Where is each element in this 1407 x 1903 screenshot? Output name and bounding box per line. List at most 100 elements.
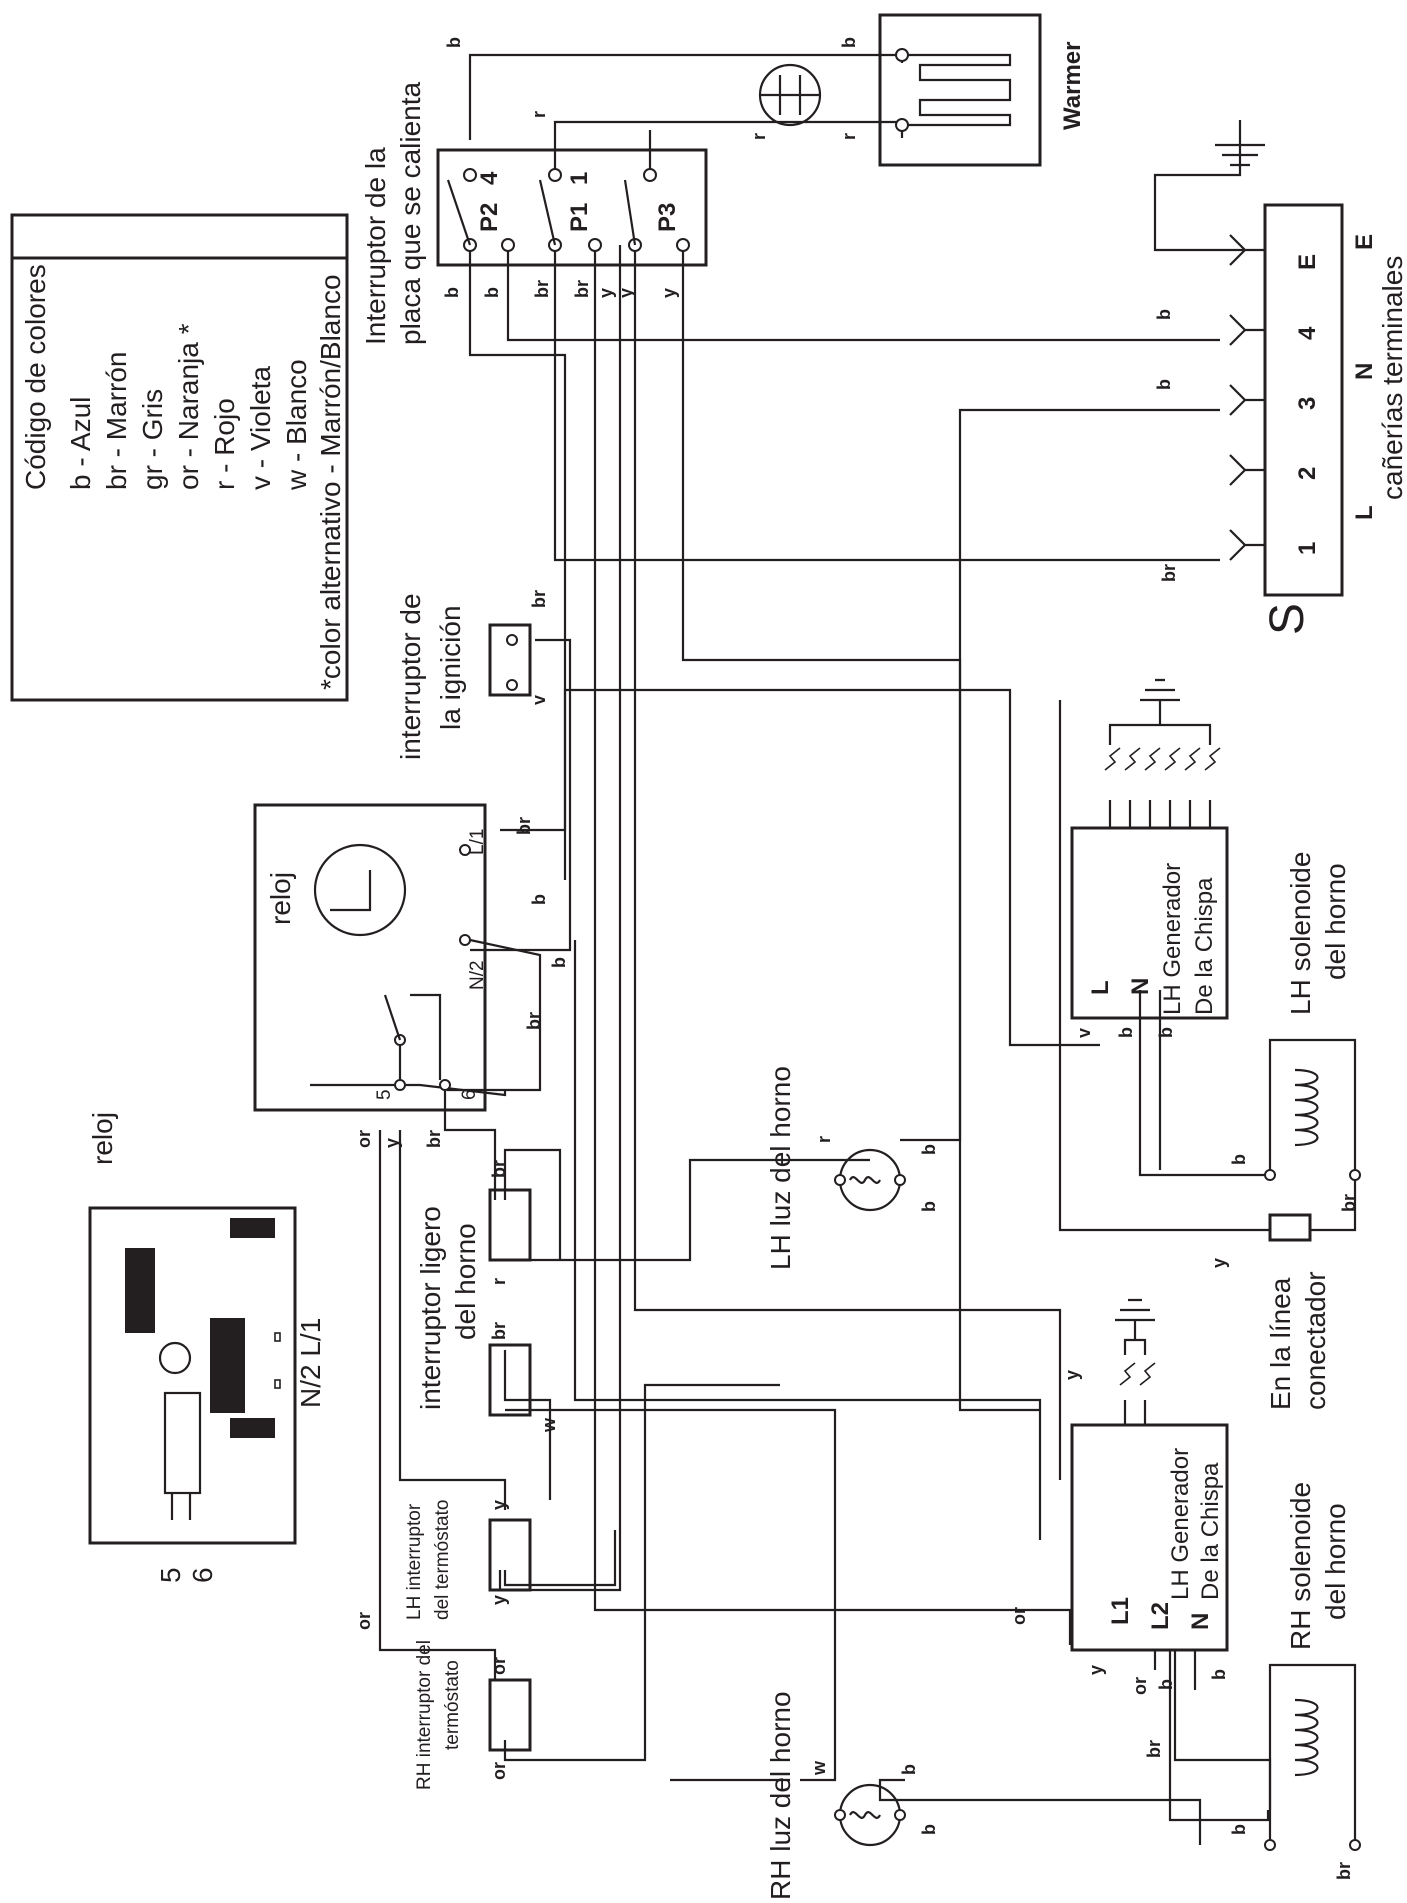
wire-label: y xyxy=(1209,1258,1229,1268)
wire-label: or xyxy=(1130,1677,1150,1695)
lh-gen-N: N xyxy=(1127,978,1154,995)
legend-item: r - Rojo xyxy=(209,398,240,490)
lh-solenoid: LH solenoide del horno xyxy=(1264,852,1361,1181)
lh-oven-lamp: LH luz del horno xyxy=(765,1066,906,1270)
rh-thermostat-line2: termóstato xyxy=(442,1660,463,1750)
wire-label: br xyxy=(524,1012,544,1030)
wire-label: b xyxy=(549,957,569,968)
lh-solenoid-line1: LH solenoide xyxy=(1285,852,1316,1015)
rh-oven-lamp: RH luz del horno xyxy=(765,1691,906,1900)
rh-thermostat-line1: RH interruptor del xyxy=(414,1640,435,1790)
ignition-switch: interruptor de la ignición xyxy=(395,593,532,760)
rh-solenoid-line1: RH solenoide xyxy=(1285,1482,1316,1650)
inline-connector: En la línea conectador xyxy=(1265,1213,1331,1410)
wire-label: b xyxy=(919,1824,939,1835)
wire-label: b xyxy=(899,1764,919,1775)
wire-label: br xyxy=(1339,1194,1359,1212)
clock-label: reloj xyxy=(265,872,296,925)
lh-thermostat-line1: LH interruptor xyxy=(404,1503,425,1620)
wire-label: b xyxy=(1156,1027,1176,1038)
wire-label: b xyxy=(919,1201,939,1212)
wire-label: b xyxy=(1116,1027,1136,1038)
wire-label: or xyxy=(354,1130,374,1148)
terminals-label: cañerías terminales xyxy=(1377,256,1407,500)
wire-label: br xyxy=(489,1322,509,1340)
wire-labels: b b r r r b b br br y y y b b br br v br… xyxy=(354,37,1359,1880)
wire-label: w xyxy=(539,1417,559,1433)
wire-label: y xyxy=(382,1138,402,1148)
wire-label: b xyxy=(1229,1824,1249,1835)
p2-label: P2 xyxy=(476,203,503,232)
supply-L: L xyxy=(1351,505,1378,520)
pin-4: 4 xyxy=(1294,326,1321,340)
wire-label: br xyxy=(1334,1862,1354,1880)
clock-detail-label: reloj xyxy=(87,1112,118,1165)
oven-light-switch-line2: del horno xyxy=(450,1223,481,1340)
rh-gen-line2: De la Chispa xyxy=(1197,1462,1224,1600)
legend-item: br - Marrón xyxy=(101,352,132,490)
lh-thermostat-line2: del termóstato xyxy=(432,1500,453,1620)
hob-switch-label-line1: Interruptor de la xyxy=(360,147,391,345)
hob-switch-label-line2: placa que se calienta xyxy=(395,81,426,345)
rh-spark-generator: L1 L2 N LH Generador De la Chispa xyxy=(1070,1298,1229,1652)
wire-label: y xyxy=(489,1595,509,1605)
wire-label: br xyxy=(424,1130,444,1148)
wire-label: r xyxy=(489,1278,509,1285)
wire-label: v xyxy=(1074,1028,1094,1038)
wire-label: or xyxy=(489,1657,509,1675)
clock-detail-6: 6 xyxy=(187,1567,218,1583)
supply-N: N xyxy=(1351,363,1378,380)
terminal-4-label: 4 xyxy=(476,171,503,185)
rh-gen-L2: L2 xyxy=(1147,1602,1174,1630)
oven-light-switch: interruptor ligero del horno xyxy=(415,1188,532,1417)
color-code-legend: Código de colores b - Azul br - Marrón g… xyxy=(10,213,349,702)
wire-label: b xyxy=(1209,1669,1229,1680)
pin-1: 1 xyxy=(1294,542,1321,555)
legend-item: *color alternativo - Marrón/Blanco xyxy=(315,274,346,690)
clock: reloj L/1 N/2 5 6 xyxy=(253,803,488,1112)
warmer-label: Warmer xyxy=(1059,42,1086,130)
wire-label: b xyxy=(919,1144,939,1155)
supply-E: E xyxy=(1351,234,1378,250)
wire-label: br xyxy=(489,1160,509,1178)
rh-lamp-label: RH luz del horno xyxy=(765,1691,796,1900)
wire-label: b xyxy=(1154,309,1174,320)
wire-label: r xyxy=(749,133,769,140)
lh-lamp-label: LH luz del horno xyxy=(765,1066,796,1270)
rh-solenoid: RH solenoide del horno xyxy=(1264,1482,1361,1851)
wire-label: r xyxy=(529,111,549,118)
lh-gen-L: L xyxy=(1087,980,1114,995)
clock-5: 5 xyxy=(374,1089,395,1100)
wire-label: b xyxy=(839,37,859,48)
wire-label: b xyxy=(1154,379,1174,390)
p3-label: P3 xyxy=(654,203,681,232)
wire-label: b xyxy=(1229,1154,1249,1165)
clock-N2: N/2 xyxy=(467,960,488,990)
legend-title: Código de colores xyxy=(20,264,51,490)
rh-gen-N: N xyxy=(1187,1613,1214,1630)
wire-label: b xyxy=(444,37,464,48)
terminal-1-label: 1 xyxy=(566,172,593,185)
wire-label: w xyxy=(809,1760,829,1776)
wire-label: br xyxy=(529,590,549,608)
legend-item: gr - Gris xyxy=(137,389,168,490)
lh-gen-line1: LH Generador xyxy=(1159,863,1186,1015)
wire-label: b xyxy=(529,894,549,905)
lh-gen-line2: De la Chispa xyxy=(1191,877,1218,1015)
terminal-block: E 4 3 2 1 E N L cañerías terminales S xyxy=(1215,120,1407,635)
hob-switch: Interruptor de la placa que se calienta … xyxy=(360,81,708,345)
wire-label: br xyxy=(1159,564,1179,582)
rh-thermostat-switch: RH interruptor del termóstato xyxy=(414,1640,532,1790)
wire-label: y xyxy=(1086,1665,1106,1675)
wires xyxy=(310,53,1357,1845)
pin-E: E xyxy=(1294,254,1321,270)
wire-label: y xyxy=(659,288,679,298)
wire-label: b xyxy=(442,287,462,298)
legend-item: w - Blanco xyxy=(281,359,312,491)
connector-line2: conectador xyxy=(1300,1271,1331,1410)
wire-label: y xyxy=(1062,1370,1082,1380)
oven-light-switch-line1: interruptor ligero xyxy=(415,1206,446,1410)
clock-detail-5: 5 xyxy=(155,1567,186,1583)
warmer: Warmer xyxy=(758,13,1086,167)
